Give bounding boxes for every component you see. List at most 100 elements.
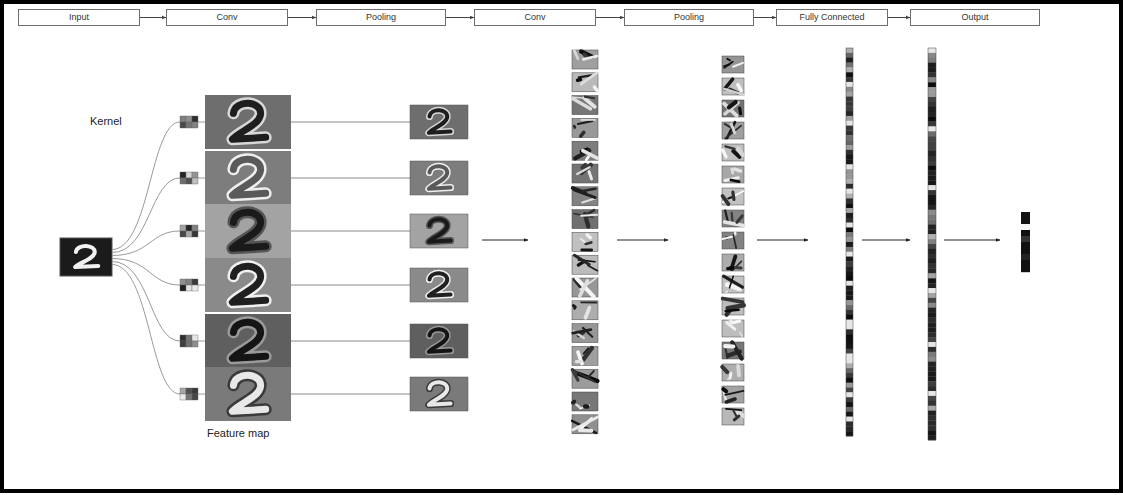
map-texture xyxy=(725,146,734,149)
kernel-cell xyxy=(186,172,192,178)
neuron-cell xyxy=(928,342,936,347)
neuron-cell xyxy=(928,376,936,381)
conv2-map xyxy=(572,255,598,274)
map-texture xyxy=(583,56,596,59)
neuron-cell xyxy=(928,357,936,362)
feature-map xyxy=(205,204,291,258)
kernel-label: Kernel xyxy=(90,115,122,127)
map-texture xyxy=(586,157,588,160)
kernel-cell xyxy=(186,231,192,237)
map-ground xyxy=(572,187,598,206)
conv2-map xyxy=(572,50,598,69)
neuron-cell xyxy=(846,383,853,388)
conv2-map xyxy=(572,369,598,388)
neuron-cell xyxy=(846,291,853,296)
map-texture xyxy=(583,189,596,191)
neuron-cell xyxy=(846,208,853,213)
pool2-map xyxy=(722,78,744,95)
map-texture xyxy=(734,232,736,234)
map-texture xyxy=(725,210,728,220)
kernel xyxy=(180,225,198,237)
map-texture xyxy=(583,348,592,360)
map-ground xyxy=(722,188,744,205)
neuron-cell xyxy=(928,102,936,107)
stage-label: Fully Connected xyxy=(799,13,864,22)
neuron-cell xyxy=(928,224,936,229)
stage-box: Conv xyxy=(474,9,596,26)
neuron-cell xyxy=(846,67,853,72)
neuron-cell xyxy=(928,318,936,323)
map-texture xyxy=(728,305,744,308)
neuron-cell xyxy=(846,276,853,281)
map-texture xyxy=(585,308,589,318)
map-texture xyxy=(580,405,589,408)
neuron-cell xyxy=(928,416,936,421)
neuron-cell xyxy=(846,189,853,194)
stage-label: Conv xyxy=(216,13,237,22)
map-texture xyxy=(740,333,742,337)
conv2-map xyxy=(572,324,598,343)
pool2-map xyxy=(722,210,744,227)
map-texture xyxy=(723,150,727,157)
map-texture xyxy=(729,102,736,107)
neuron-cell xyxy=(846,242,853,247)
map-texture xyxy=(572,370,594,382)
map-ground xyxy=(572,50,598,69)
conv2-map xyxy=(572,392,598,411)
neuron-cell xyxy=(846,334,853,339)
pool2-map xyxy=(722,144,744,161)
map-texture xyxy=(584,348,589,353)
kernel-cell xyxy=(192,341,198,347)
flow-connector xyxy=(754,17,776,18)
map-texture xyxy=(725,124,730,127)
conv2-map xyxy=(572,415,598,434)
neuron-cell xyxy=(846,169,853,174)
neuron-cell xyxy=(846,363,853,368)
pool2-map xyxy=(722,254,744,271)
kernel-to-map xyxy=(198,285,205,286)
kernel-cell xyxy=(186,341,192,347)
pooled-map xyxy=(410,105,468,139)
neuron-cell xyxy=(928,220,936,225)
neuron-cell xyxy=(928,122,936,127)
output-cell xyxy=(1021,230,1030,236)
map-texture xyxy=(727,59,730,60)
map-texture xyxy=(594,87,597,90)
map-texture xyxy=(581,301,596,303)
neuron-cell xyxy=(846,135,853,140)
neuron-cell xyxy=(928,151,936,156)
map-texture xyxy=(581,73,597,84)
kernel-cell xyxy=(186,285,192,291)
neuron-cell xyxy=(846,198,853,203)
neuron-cell xyxy=(846,305,853,310)
neuron-cell xyxy=(846,203,853,208)
map-ground xyxy=(722,144,744,161)
neuron-cell xyxy=(928,313,936,318)
map-texture xyxy=(577,405,580,407)
neuron-cell xyxy=(846,412,853,417)
kernel-cell xyxy=(192,388,198,394)
kernel-cell xyxy=(186,335,192,341)
map-texture xyxy=(573,126,576,127)
conv2-map xyxy=(572,346,598,365)
neuron-cell xyxy=(928,298,936,303)
neuron-cell xyxy=(846,194,853,199)
neuron-cell xyxy=(846,344,853,349)
kernel-cell xyxy=(186,388,192,394)
neuron-cell xyxy=(846,252,853,257)
map-ground xyxy=(572,73,598,92)
stage-box: Pooling xyxy=(316,9,446,26)
neuron-cell xyxy=(928,53,936,58)
neuron-cell xyxy=(928,283,936,288)
neuron-cell xyxy=(846,402,853,407)
pool2-map xyxy=(722,342,744,359)
flow-connector xyxy=(446,17,474,18)
kernel-cell xyxy=(186,225,192,231)
stage-label: Pooling xyxy=(366,13,396,22)
neuron-cell xyxy=(846,145,853,150)
map-texture xyxy=(729,276,733,288)
map-texture xyxy=(581,132,584,136)
output-cell xyxy=(1021,242,1030,248)
map-to-pool xyxy=(291,231,410,232)
neuron-cell xyxy=(846,72,853,77)
